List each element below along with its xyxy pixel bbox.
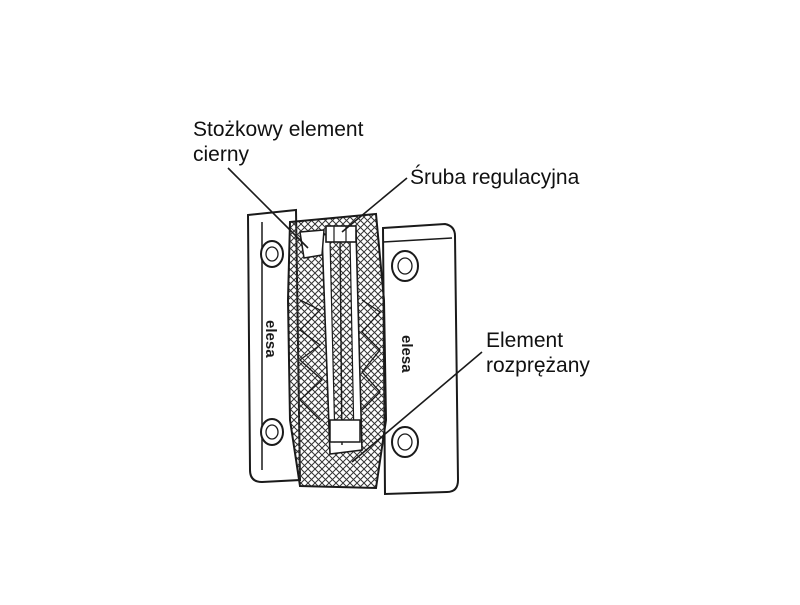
bottom-screw xyxy=(329,419,361,443)
right-top-hole xyxy=(391,250,419,282)
label-expanding-element: Element rozprężany xyxy=(486,329,590,377)
label-adjust-screw: Śruba regulacyjna xyxy=(410,166,580,189)
left-bottom-hole xyxy=(260,418,284,446)
right-leaf-edge xyxy=(382,237,453,243)
left-hinge-leaf xyxy=(246,208,302,484)
right-bottom-hole xyxy=(391,426,419,458)
label-friction-cone: Stożkowy element cierny xyxy=(193,118,364,166)
leader-adjust-screw xyxy=(341,177,408,233)
adjust-screw-head xyxy=(325,225,357,243)
logo-right: elesa xyxy=(398,335,415,373)
leader-friction-cone xyxy=(227,167,309,249)
leader-expanding xyxy=(351,351,483,463)
left-top-hole xyxy=(260,240,284,268)
friction-cone xyxy=(299,229,325,259)
logo-left: elesa xyxy=(262,320,279,358)
